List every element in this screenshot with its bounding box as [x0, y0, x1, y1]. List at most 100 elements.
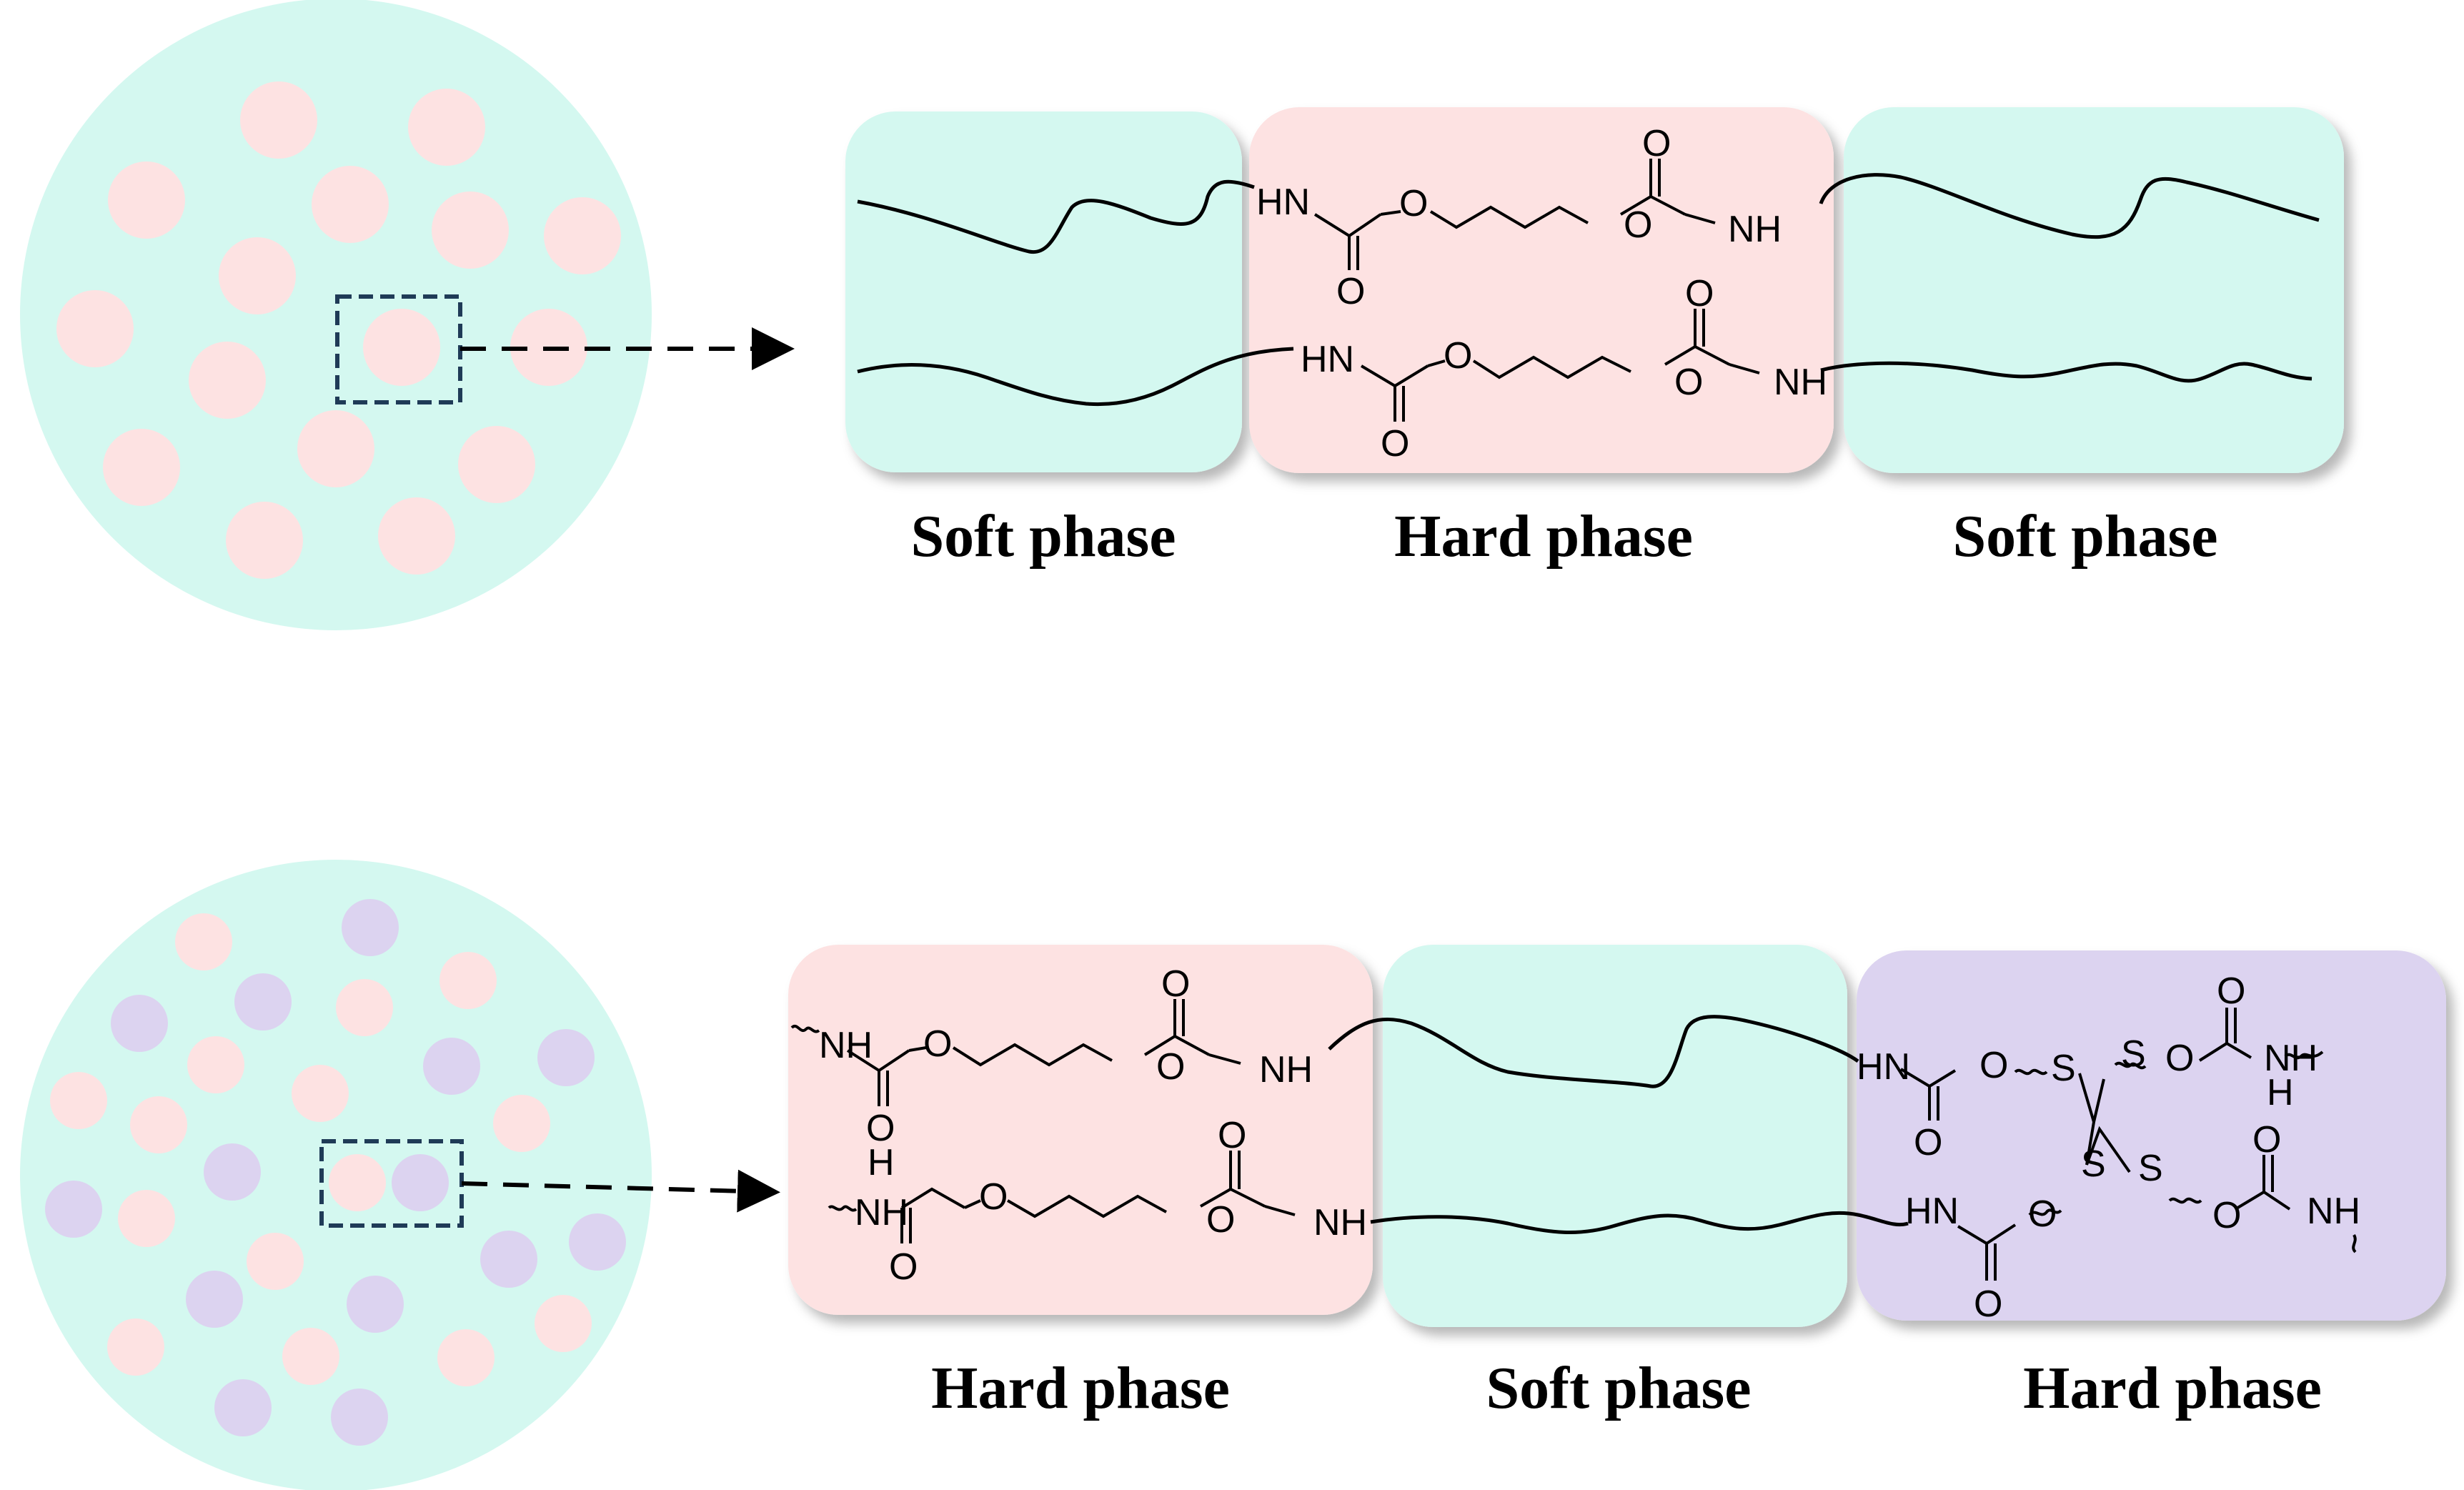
atom-o: O [1206, 1199, 1235, 1241]
top-soft-box-right [1844, 107, 2344, 473]
hard-domain [130, 1096, 187, 1153]
atom-o: O [1674, 362, 1703, 403]
hard-domain [226, 502, 303, 579]
hard-domain [175, 913, 232, 970]
bottom-dynamic-hard-box [1857, 950, 2446, 1321]
atom-o: O [1381, 423, 1409, 465]
hard-domain [56, 290, 134, 367]
atom-o: O [1161, 963, 1190, 1005]
atom-o: O [2165, 1038, 2194, 1079]
atom-o: O [2217, 970, 2245, 1012]
top-label-soft-left: Soft phase [910, 503, 1176, 570]
soft-chain [1328, 1015, 1859, 1088]
atom-nh: NH [1313, 1202, 1367, 1243]
atom-hn: HN [1905, 1191, 1959, 1232]
top-soft-chains [857, 173, 2320, 407]
hard-domain [103, 429, 180, 506]
soft-chain [857, 347, 1294, 407]
atom-hn: HN [1301, 339, 1354, 380]
hard-domain [458, 426, 535, 503]
hard-domain [108, 162, 185, 239]
dynamic-domain [111, 995, 168, 1052]
hard-domain [297, 410, 374, 487]
top-label-hard: Hard phase [1394, 503, 1693, 570]
soft-chain [1370, 1211, 1909, 1235]
hard-domain [107, 1318, 164, 1376]
hard-domain [408, 89, 485, 166]
bottom-label-soft: Soft phase [1486, 1355, 1751, 1421]
dynamic-domain [569, 1213, 626, 1271]
atom-s: S [2051, 1048, 2076, 1089]
hard-domain [437, 1329, 495, 1386]
hard-domain [363, 309, 440, 386]
hard-domain [282, 1328, 339, 1385]
top-hard-domains [56, 81, 621, 579]
atom-o: O [2212, 1195, 2241, 1236]
hard-domain [240, 81, 317, 159]
hard-domain [329, 1154, 386, 1211]
dynamic-domain [537, 1029, 595, 1086]
dynamic-domain [342, 899, 399, 956]
atom-o: O [889, 1246, 918, 1288]
bottom-soft-box [1383, 945, 1847, 1327]
atom-o: O [1642, 123, 1671, 164]
dynamic-domain [347, 1276, 404, 1333]
bottom-label-hard-right: Hard phase [2023, 1355, 2322, 1421]
hard-domain [292, 1065, 349, 1122]
hard-domain [535, 1295, 592, 1352]
hard-domain [336, 979, 393, 1036]
hard-domain [187, 1036, 244, 1093]
atom-hn: HN [1256, 182, 1310, 223]
hard-domain [312, 166, 389, 243]
atom-s: S [2138, 1148, 2163, 1189]
dynamic-domain [214, 1379, 272, 1436]
atom-o: O [1914, 1122, 1942, 1163]
atom-o: O [1156, 1046, 1185, 1088]
hard-domain [219, 237, 296, 314]
hard-domain [378, 497, 455, 575]
atom-nh: NH [2307, 1191, 2360, 1232]
hard-domain [247, 1233, 304, 1290]
atom-nh: NH [855, 1192, 908, 1233]
bottom-disulfide-molecules: HN O O S S O O NH H S S HN O O O O NH [1857, 970, 2360, 1325]
bottom-label-hard-left: Hard phase [931, 1355, 1230, 1421]
top-hard-box [1249, 107, 1834, 473]
hard-domain [544, 197, 621, 274]
atom-o: O [1336, 271, 1365, 312]
top-panel: HN O O O O NH HN O O O O NH Soft phase H… [20, 0, 2344, 630]
atom-o: O [1624, 204, 1652, 246]
bottom-domains [45, 899, 626, 1446]
atom-o: O [866, 1108, 895, 1149]
soft-chain [1820, 361, 2313, 383]
atom-nh: NH [819, 1025, 873, 1066]
atom-h: H [2267, 1072, 2294, 1113]
atom-o: O [2252, 1119, 2281, 1161]
atom-nh: NH [1774, 362, 1827, 403]
soft-chain [1819, 173, 2320, 239]
atom-s: S [2081, 1143, 2106, 1185]
atom-o: O [979, 1176, 1008, 1218]
top-hard-molecules: HN O O O O NH HN O O O O NH [1256, 123, 1827, 465]
atom-o: O [1218, 1115, 1246, 1156]
dynamic-domain [331, 1389, 388, 1446]
top-soft-box-left [845, 111, 1242, 472]
bottom-soft-chains [1328, 1015, 1909, 1235]
dynamic-domain [392, 1154, 449, 1211]
dynamic-domain [186, 1271, 243, 1328]
dynamic-domain [423, 1038, 480, 1095]
atom-h: H [868, 1142, 895, 1183]
atom-o: O [1979, 1045, 2008, 1086]
soft-chain [857, 179, 1255, 254]
atom-nh: NH [1259, 1049, 1313, 1091]
dynamic-domain [204, 1143, 261, 1201]
atom-o: O [1399, 183, 1428, 224]
atom-o: O [2028, 1193, 2057, 1235]
atom-o: O [923, 1023, 952, 1065]
atom-o: O [1685, 273, 1714, 314]
hard-domain [118, 1190, 175, 1247]
dynamic-domain [480, 1231, 537, 1288]
atom-o: O [1444, 335, 1472, 377]
bottom-callout-arrow [461, 1169, 780, 1213]
atom-s: S [2121, 1033, 2146, 1075]
